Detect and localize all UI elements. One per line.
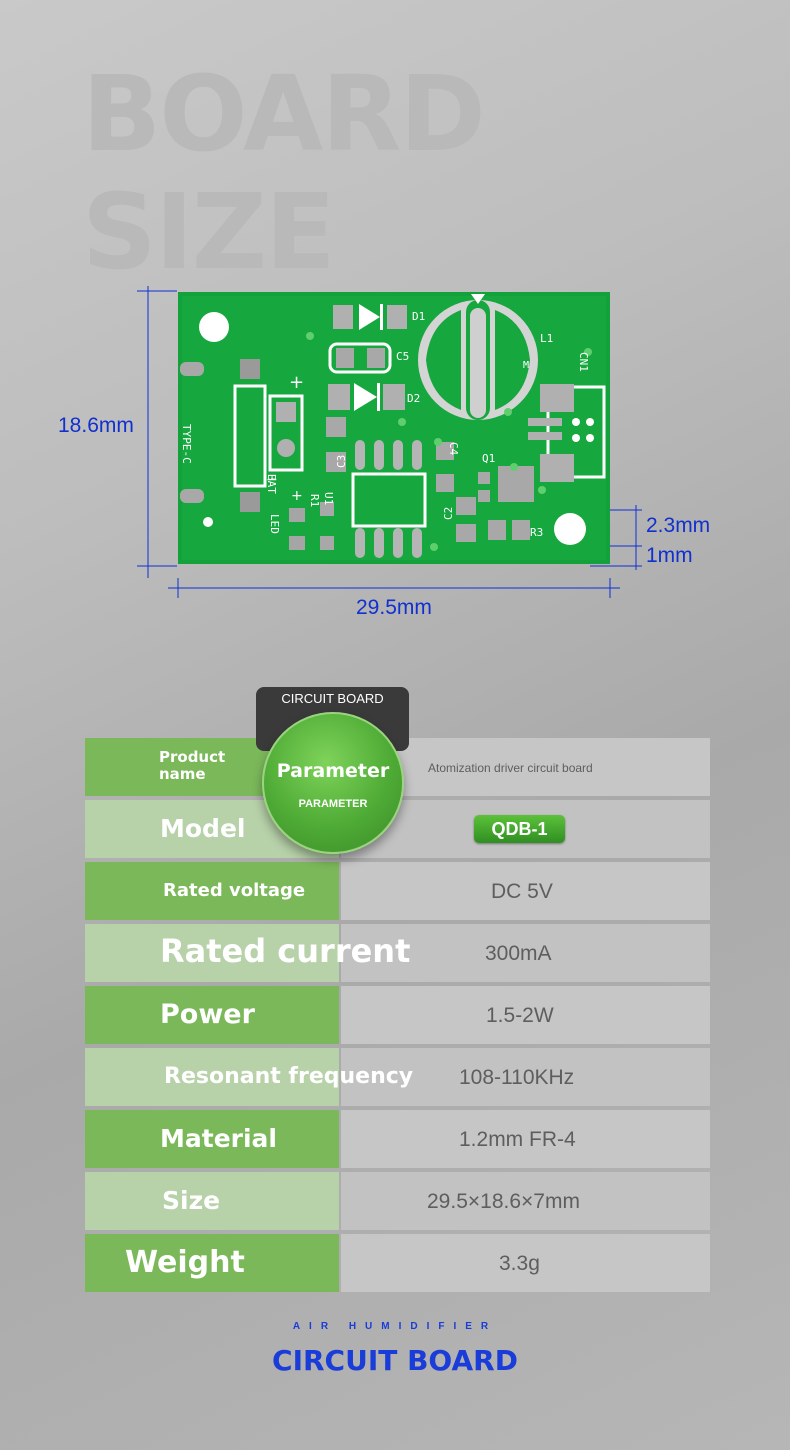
row-value-bg: [341, 1234, 710, 1292]
row-value-bg: [341, 1048, 710, 1106]
badge-title: CIRCUIT BOARD: [281, 691, 384, 706]
silk-cn1: CN1: [577, 352, 590, 372]
value-product-name: Atomization driver circuit board: [428, 761, 593, 775]
table-row: Power 1.5-2W: [85, 986, 710, 1044]
dim-height-label: 18.6mm: [58, 414, 134, 437]
row-value-bg: [341, 986, 710, 1044]
silk-d2: D2: [407, 392, 421, 405]
label-resonant-frequency: Resonant frequency: [164, 1064, 414, 1089]
silk-d1: D1: [412, 310, 426, 323]
dim-edge-offset-label: 1mm: [646, 544, 693, 567]
label-power: Power: [160, 999, 255, 1030]
hero-title-board: BOARD: [82, 53, 486, 175]
row-label-bg: [85, 986, 339, 1044]
silk-r1: R1: [308, 494, 321, 508]
label-rated-voltage: Rated voltage: [163, 880, 306, 901]
model-badge: QDB-1: [474, 815, 565, 843]
label-weight: Weight: [125, 1245, 245, 1280]
value-rated-voltage: DC 5V: [491, 880, 553, 903]
circle-subtitle: PARAMETER: [298, 798, 368, 810]
silk-plus-top: +: [289, 372, 305, 393]
hero-title-size: SIZE: [82, 171, 336, 293]
table-row: Size 29.5×18.6×7mm: [85, 1172, 710, 1230]
table-row: Rated current 300mA: [85, 924, 710, 982]
footer-title: CIRCUIT BOARD: [272, 1344, 518, 1377]
label-size: Size: [162, 1186, 221, 1215]
silk-u1: U1: [322, 492, 335, 506]
table-row: Resonant frequency 108-110KHz: [85, 1048, 710, 1106]
footer-subtitle: AIR HUMIDIFIER: [292, 1321, 498, 1332]
silk-c5: C5: [396, 350, 410, 363]
silk-c3: C3: [335, 454, 348, 468]
row-value-bg: [341, 862, 710, 920]
value-material: 1.2mm FR-4: [459, 1128, 576, 1151]
row-value-bg: [341, 1110, 710, 1168]
row-label-bg: [85, 924, 339, 982]
circle-title: Parameter: [276, 760, 390, 782]
value-rated-current: 300mA: [485, 942, 552, 965]
silk-m: M: [523, 360, 530, 371]
label-rated-current: Rated current: [160, 932, 411, 970]
parameter-circle: Parameter PARAMETER: [262, 712, 404, 854]
value-size: 29.5×18.6×7mm: [427, 1190, 580, 1213]
row-label-bg: [85, 1172, 339, 1230]
row-label-bg: [85, 862, 339, 920]
silk-c2: C2: [442, 506, 455, 520]
row-label-bg: [85, 1234, 339, 1292]
value-power: 1.5-2W: [486, 1004, 554, 1027]
table-row: Model: [85, 800, 710, 858]
silk-l1: L1: [540, 332, 554, 345]
silk-r3: R3: [530, 526, 544, 539]
silk-led: LED: [268, 514, 281, 534]
row-label-bg: [85, 1110, 339, 1168]
row-label-bg: [85, 1048, 339, 1106]
silk-minus: −: [266, 472, 278, 488]
value-resonant-frequency: 108-110KHz: [459, 1066, 575, 1089]
row-value-bg: [341, 924, 710, 982]
label-product-name: Product name: [159, 748, 226, 783]
silk-plus-bottom: +: [291, 488, 303, 504]
silk-c4: C4: [447, 442, 460, 456]
table-row: Material 1.2mm FR-4: [85, 1110, 710, 1168]
row-value-bg: [341, 1172, 710, 1230]
dim-width-label: 29.5mm: [356, 596, 432, 619]
value-weight: 3.3g: [499, 1252, 540, 1275]
silk-type-c: TYPE-C: [180, 424, 193, 464]
label-model: Model: [160, 814, 246, 843]
label-material: Material: [160, 1124, 277, 1153]
silk-q1: Q1: [482, 452, 496, 465]
table-row: Weight 3.3g: [85, 1234, 710, 1292]
dim-hole-offset-label: 2.3mm: [646, 514, 711, 537]
pcb-image: TYPE-C D1 C5 D2 L1 M CN1 C4 Q1 C3 U1 R1 …: [178, 292, 610, 564]
table-row: Rated voltage DC 5V: [85, 862, 710, 920]
